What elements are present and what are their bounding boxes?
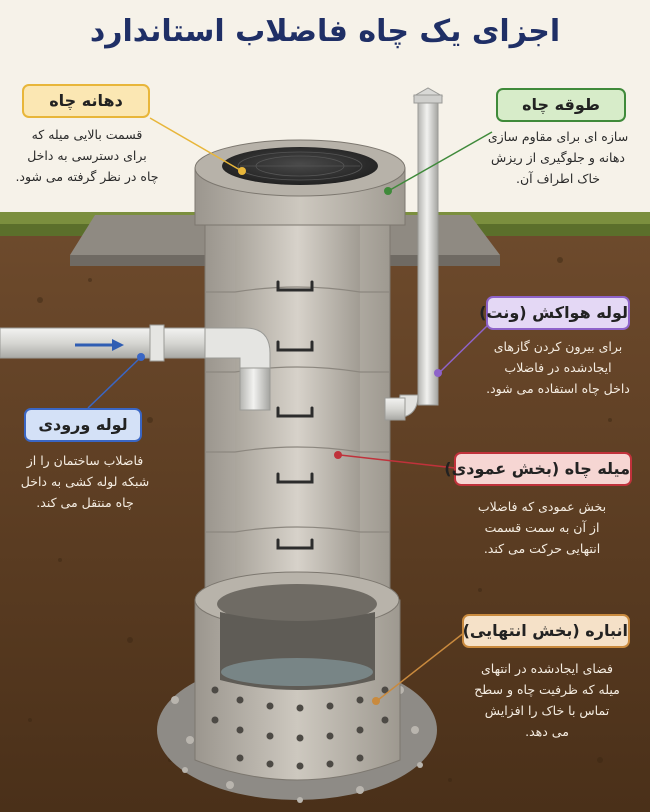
label-well-mouth: دهانه چاه: [22, 84, 150, 118]
label-vent-pipe-title: لوله هواکش (ونت): [479, 303, 628, 322]
desc-line: برای بیرون کردن گازهای: [493, 339, 623, 354]
label-shaft: میله چاه (بخش عمودی): [444, 452, 632, 486]
desc-line: خاک اطراف آن.: [515, 171, 601, 186]
desc-line: می دهد.: [525, 724, 569, 739]
desc-line: دهانه و جلوگیری از ریزش: [491, 150, 625, 165]
desc-line: میله که ظرفیت چاه و سطح: [474, 682, 620, 697]
label-shaft-title: میله چاه (بخش عمودی): [444, 459, 630, 478]
desc-well-collar: سازه ای برای مقاوم سازی دهانه و جلوگیری …: [478, 126, 638, 189]
desc-line: تماس با خاک را افزایش: [484, 703, 610, 718]
label-inlet-pipe-title: لوله ورودی: [38, 415, 128, 434]
label-inlet-pipe: لوله ورودی: [24, 408, 142, 442]
desc-well-mouth: قسمت بالایی میله که برای دسترسی به داخل …: [12, 124, 162, 187]
desc-inlet-pipe: فاضلاب ساختمان را از شبکه لوله کشی به دا…: [10, 450, 160, 513]
desc-line: برای دسترسی به داخل: [27, 148, 147, 163]
label-bottom-title: انباره (بخش انتهایی): [462, 621, 628, 640]
label-vent-pipe: لوله هواکش (ونت): [479, 296, 630, 330]
desc-line: چاه منتقل می کند.: [36, 495, 134, 510]
page-title: اجزای یک چاه فاضلاب استاندارد: [89, 14, 561, 49]
desc-line: انتهایی حرکت می کند.: [483, 541, 601, 556]
desc-vent-pipe: برای بیرون کردن گازهای ایجادشده در فاضلا…: [476, 336, 640, 399]
label-well-collar: طوقه چاه: [496, 88, 626, 122]
desc-line: شبکه لوله کشی به داخل: [20, 474, 150, 489]
desc-line: فضای ایجادشده در انتهای: [481, 661, 613, 676]
desc-line: سازه ای برای مقاوم سازی: [487, 129, 629, 144]
desc-bottom: فضای ایجادشده در انتهای میله که ظرفیت چا…: [462, 658, 632, 742]
desc-shaft: بخش عمودی که فاضلاب از آن به سمت قسمت ان…: [462, 496, 622, 559]
desc-line: فاضلاب ساختمان را از: [26, 453, 144, 468]
desc-line: چاه در نظر گرفته می شود.: [15, 169, 159, 184]
label-well-collar-title: طوقه چاه: [522, 95, 600, 114]
desc-line: از آن به سمت قسمت: [484, 520, 600, 535]
desc-line: قسمت بالایی میله که: [31, 127, 143, 142]
label-well-mouth-title: دهانه چاه: [49, 91, 123, 110]
label-bottom: انباره (بخش انتهایی): [462, 614, 630, 648]
desc-line: بخش عمودی که فاضلاب: [477, 499, 607, 514]
desc-line: ایجادشده در فاضلاب: [504, 360, 612, 375]
desc-line: داخل چاه استفاده می شود.: [486, 381, 630, 396]
